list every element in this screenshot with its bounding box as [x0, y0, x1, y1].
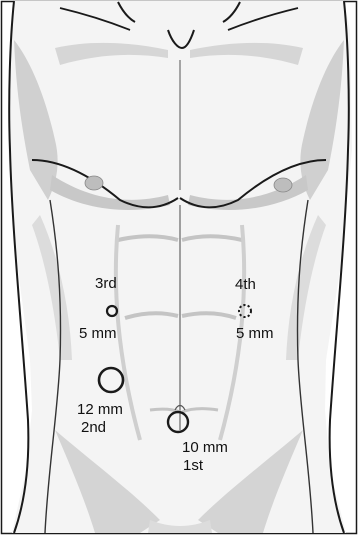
left-nipple	[85, 176, 103, 190]
port-1st-size-label: 10 mm	[182, 439, 228, 456]
port-4th-order-label: 4th	[235, 276, 256, 293]
right-nipple	[274, 178, 292, 192]
port-3rd-order-label: 3rd	[95, 275, 117, 292]
port-2nd-order-label: 2nd	[81, 419, 106, 436]
port-3rd-size-label: 5 mm	[79, 325, 117, 342]
port-4th-size-label: 5 mm	[236, 325, 274, 342]
port-1st-order-label: 1st	[183, 457, 203, 474]
port-2nd-size-label: 12 mm	[77, 401, 123, 418]
